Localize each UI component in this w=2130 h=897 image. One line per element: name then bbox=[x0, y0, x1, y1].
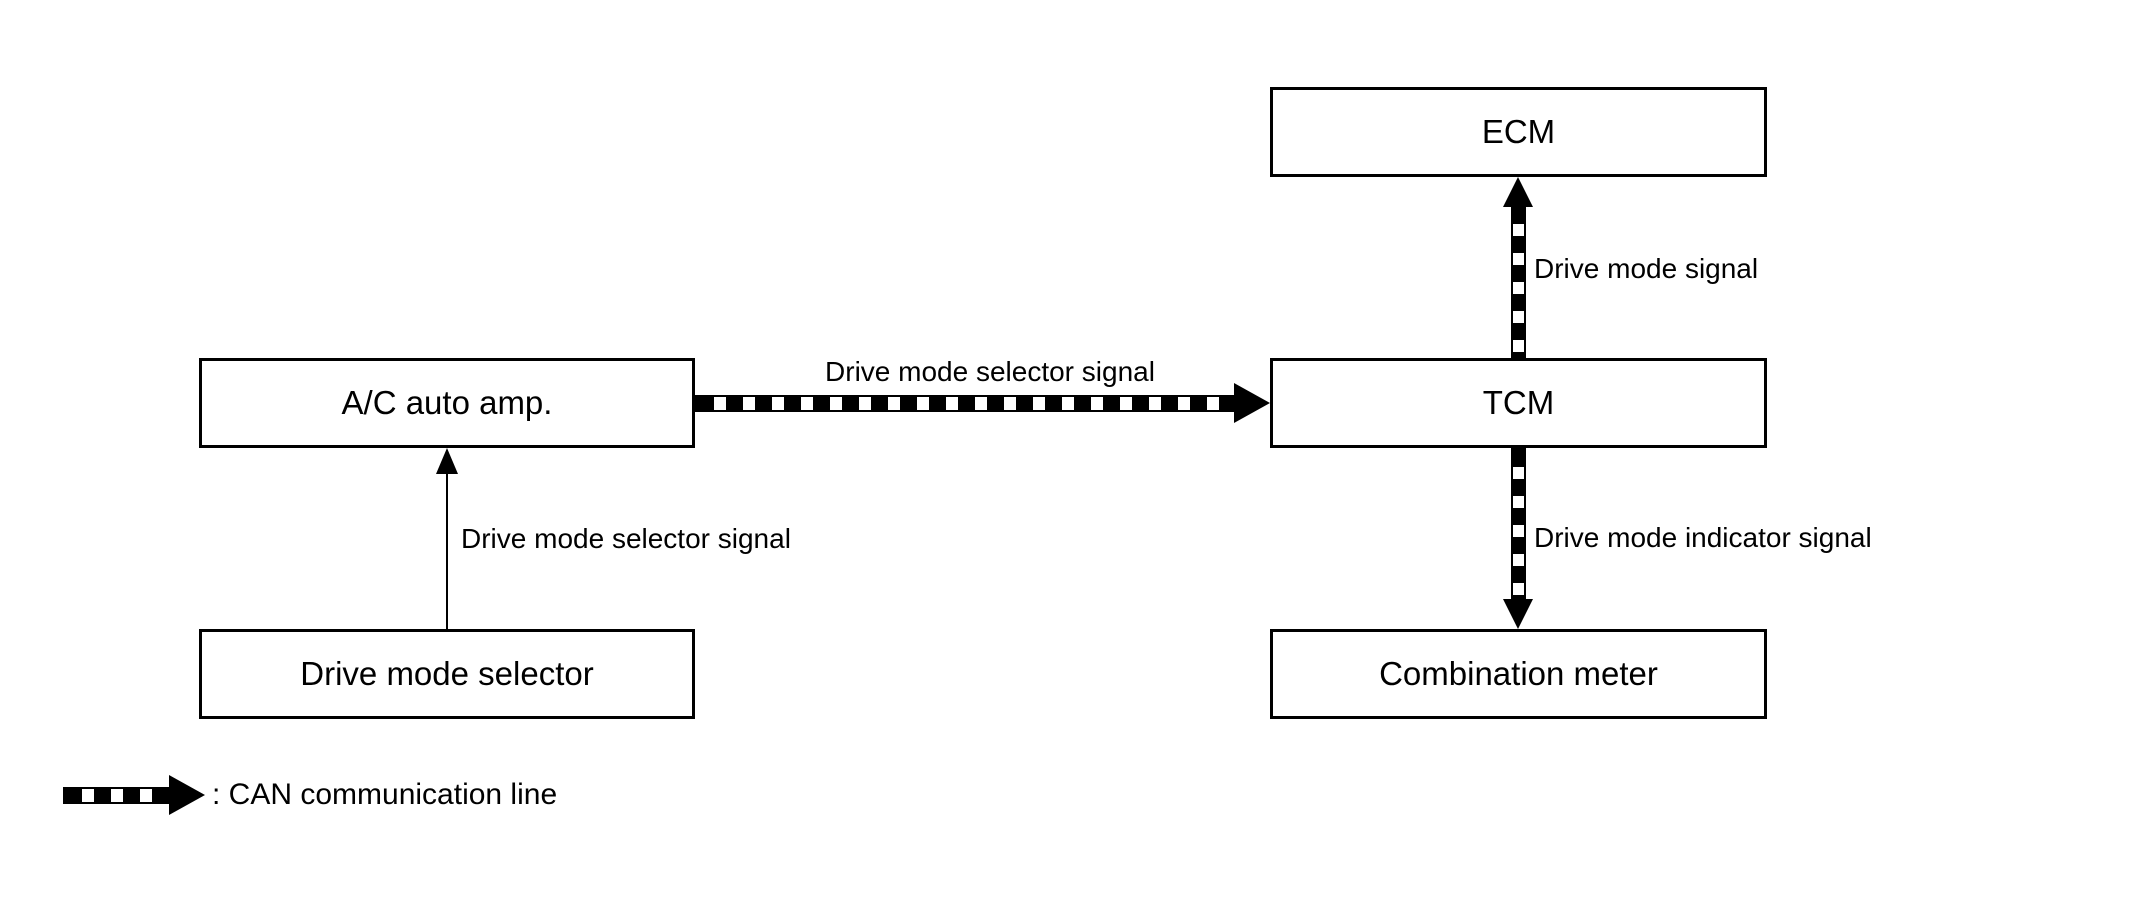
can-line bbox=[695, 395, 1234, 412]
can-line bbox=[1511, 205, 1526, 358]
right-arrowhead-icon bbox=[1234, 383, 1270, 423]
edge-label-selector-to-ac: Drive mode selector signal bbox=[461, 523, 791, 554]
node-combination-meter-label: Combination meter bbox=[1379, 655, 1658, 692]
down-arrowhead-icon bbox=[1503, 599, 1533, 629]
right-arrowhead-icon bbox=[169, 775, 205, 815]
up-arrowhead-icon bbox=[1503, 177, 1533, 207]
edge-label-tcm-to-meter: Drive mode indicator signal bbox=[1534, 522, 1872, 553]
node-ecm-label: ECM bbox=[1481, 113, 1556, 150]
can-line-sample bbox=[63, 787, 169, 804]
node-tcm: TCM bbox=[1270, 358, 1767, 448]
node-combination-meter: Combination meter bbox=[1270, 629, 1767, 719]
edge-label-tcm-to-ecm: Drive mode signal bbox=[1534, 253, 1759, 284]
signal-line bbox=[446, 473, 448, 629]
legend-can-line-label: : CAN communication line bbox=[212, 778, 558, 811]
node-ac-auto-amp: A/C auto amp. bbox=[199, 358, 695, 448]
node-tcm-label: TCM bbox=[1482, 384, 1555, 421]
edge-label-ac-to-tcm: Drive mode selector signal bbox=[825, 356, 1155, 387]
node-drive-mode-selector-label: Drive mode selector bbox=[300, 655, 594, 692]
can-line bbox=[1511, 448, 1526, 599]
node-ac-auto-amp-label: A/C auto amp. bbox=[341, 384, 553, 421]
node-drive-mode-selector: Drive mode selector bbox=[199, 629, 695, 719]
node-ecm: ECM bbox=[1270, 87, 1767, 177]
up-arrowhead-icon bbox=[436, 448, 458, 474]
